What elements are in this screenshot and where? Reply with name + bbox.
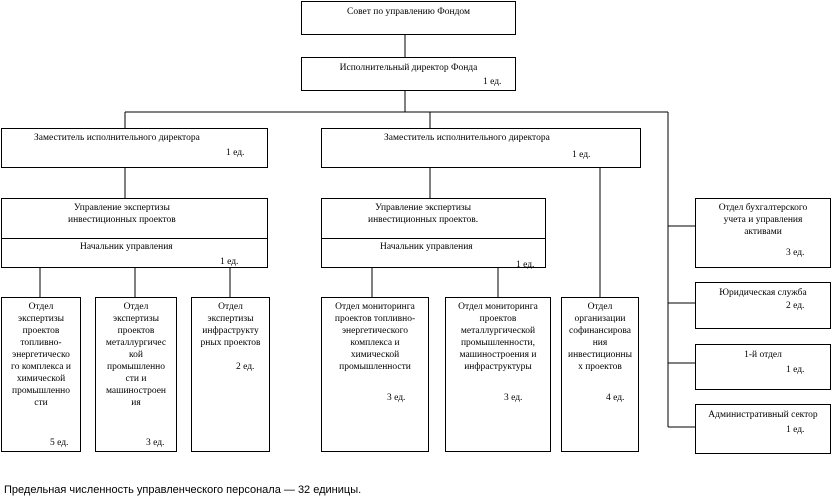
management-box: Управление экспертизы инвестиционных про… <box>1 198 268 268</box>
department-name: Отдел мониторинга проектов топливно- эне… <box>334 302 416 372</box>
department-name: Отдел экспертизы проектов металлургичес … <box>105 302 167 408</box>
council-title: Совет по управлению Фондом <box>347 7 470 17</box>
staff-limit-caption: Предельная численность управленческого п… <box>4 484 362 496</box>
management-head: Начальник управления <box>80 242 173 252</box>
legal-service-box: Юридическая служба 2 ед. <box>695 282 831 329</box>
management-title: Управление экспертизы инвестиционных про… <box>68 203 176 225</box>
department-box: Отдел экспертизы проектов топливно- энер… <box>1 297 81 452</box>
executive-director-title: Исполнительный директор Фонда <box>339 63 478 73</box>
executive-director-count: 1 ед. <box>483 77 502 87</box>
first-department-box: 1-й отдел 1 ед. <box>695 344 831 390</box>
department-count: 3 ед. <box>504 393 523 403</box>
department-count: 5 ед. <box>50 438 69 448</box>
side-unit-name: Административный сектор <box>708 410 818 420</box>
accounting-department-box: Отдел бухгалтерского учета и управления … <box>695 198 831 268</box>
council-box: Совет по управлению Фондом <box>301 1 516 35</box>
management-count: 1 ед. <box>220 257 239 267</box>
divider <box>2 238 267 239</box>
department-name: Отдел организации софинансирова ния инве… <box>568 302 632 372</box>
side-unit-count: 1 ед. <box>786 425 805 435</box>
department-count: 2 ед. <box>236 362 255 372</box>
management-title: Управление экспертизы инвестиционных про… <box>368 203 479 225</box>
side-unit-count: 3 ед. <box>786 248 805 258</box>
deputy-director-box: Заместитель исполнительного директора 1 … <box>321 128 641 168</box>
deputy-director-count: 1 ед. <box>572 150 591 160</box>
deputy-director-box: Заместитель исполнительного директора 1 … <box>1 128 268 168</box>
side-unit-name: 1-й отдел <box>744 350 782 360</box>
deputy-director-count: 1 ед. <box>226 148 245 158</box>
department-count: 3 ед. <box>146 438 165 448</box>
side-unit-count: 1 ед. <box>786 365 805 375</box>
management-count: 1 ед. <box>516 260 535 270</box>
department-count: 4 ед. <box>606 393 625 403</box>
department-box: Отдел мониторинга проектов топливно- эне… <box>321 297 429 452</box>
department-name: Отдел экспертизы проектов топливно- энер… <box>11 302 71 408</box>
administrative-sector-box: Административный сектор 1 ед. <box>695 404 831 454</box>
side-unit-name: Юридическая служба <box>719 288 807 298</box>
department-name: Отдел экспертизы инфраструкту рных проек… <box>200 302 261 348</box>
executive-director-box: Исполнительный директор Фонда 1 ед. <box>301 57 516 91</box>
side-unit-name: Отдел бухгалтерского учета и управления … <box>718 203 808 237</box>
department-box: Отдел экспертизы инфраструкту рных проек… <box>191 297 270 452</box>
side-unit-count: 2 ед. <box>786 301 805 311</box>
department-name: Отдел мониторинга проектов металлургичес… <box>458 302 538 372</box>
department-count: 3 ед. <box>387 393 406 403</box>
management-box: Управление экспертизы инвестиционных про… <box>321 198 546 270</box>
deputy-director-title: Заместитель исполнительного директора <box>34 133 200 143</box>
management-head: Начальник управления <box>380 242 473 252</box>
deputy-director-title: Заместитель исполнительного директора <box>384 133 550 143</box>
department-box: Отдел организации софинансирова ния инве… <box>561 297 639 452</box>
department-box: Отдел мониторинга проектов металлургичес… <box>445 297 551 452</box>
divider <box>322 238 545 239</box>
department-box: Отдел экспертизы проектов металлургичес … <box>95 297 177 452</box>
